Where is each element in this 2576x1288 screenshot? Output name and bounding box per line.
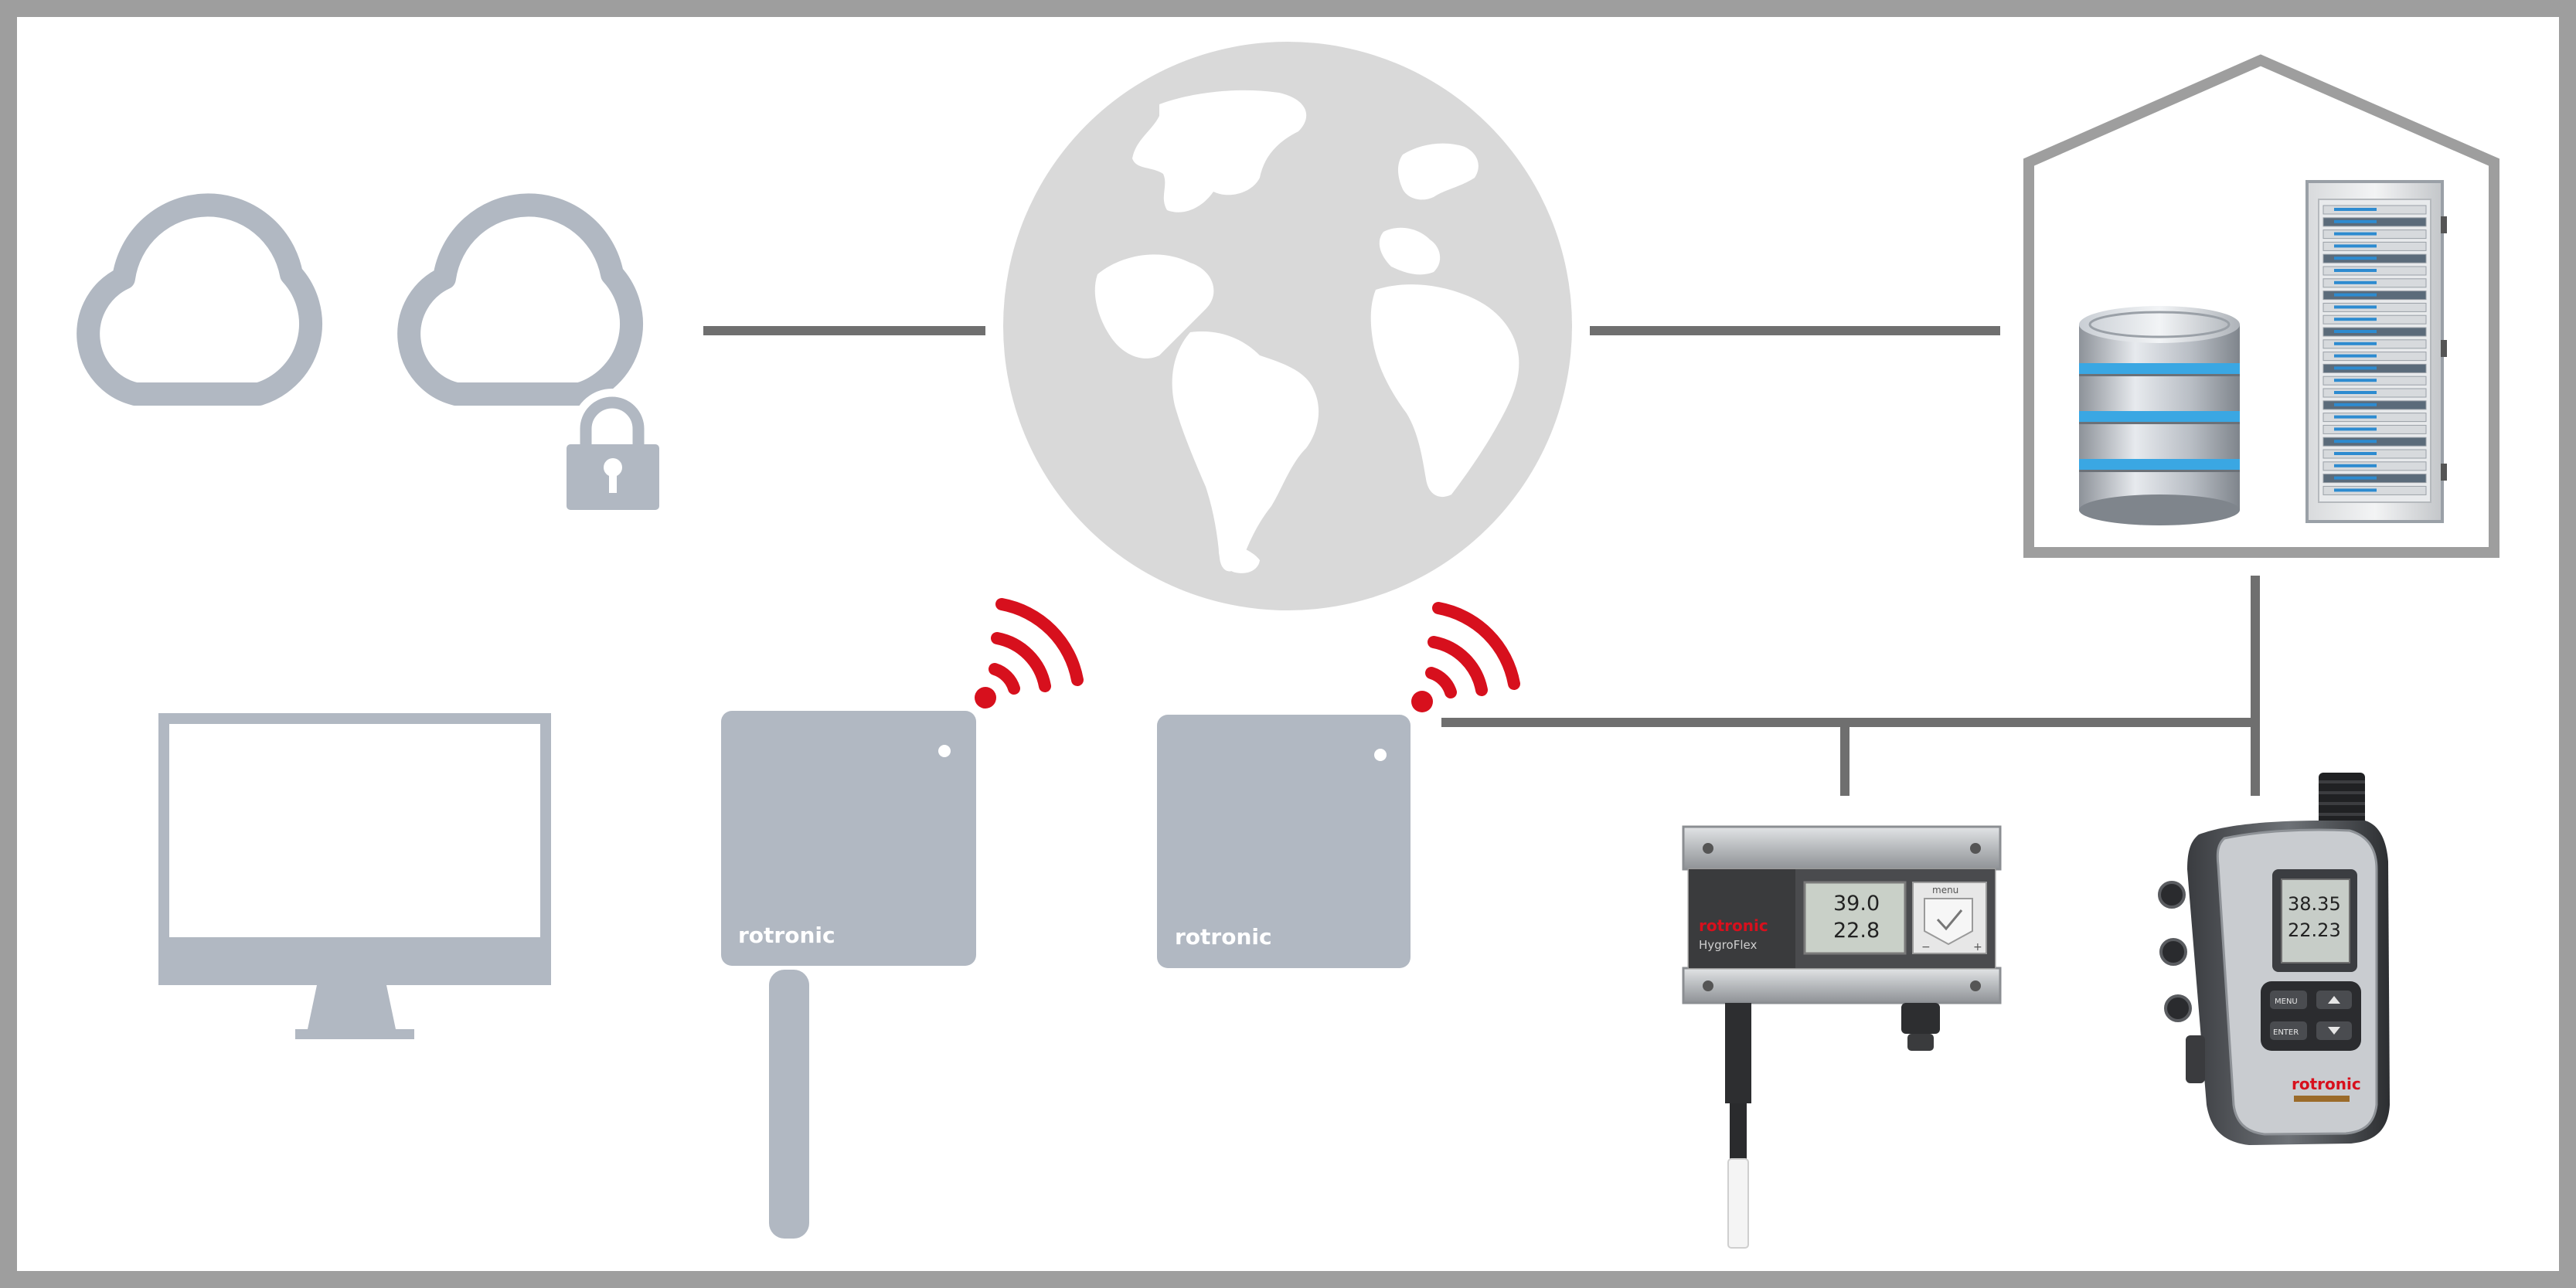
model-label: HygroFlex xyxy=(1699,938,1757,952)
server-unit-light xyxy=(2334,269,2377,272)
server-unit-light xyxy=(2334,452,2377,455)
database-icon xyxy=(2079,306,2240,525)
server-unit-light xyxy=(2334,293,2377,297)
menu-key-label: MENU xyxy=(2275,997,2298,1006)
server-unit-light xyxy=(2334,305,2377,309)
server-unit-light xyxy=(2334,379,2377,382)
monitor-icon xyxy=(158,713,551,1039)
cloud-lock-icon xyxy=(397,193,659,510)
server-unit-light xyxy=(2334,488,2377,492)
server-unit-light xyxy=(2334,403,2377,406)
up-arrow-icon xyxy=(2328,996,2340,1004)
globe-icon xyxy=(1003,42,1572,610)
server-unit-light xyxy=(2334,427,2377,431)
server-unit-light xyxy=(2334,330,2377,333)
server-unit-light xyxy=(2334,464,2377,467)
handheld-logger: 38.35 22.23 MENU ENTER rotronic xyxy=(2158,773,2390,1145)
house-icon xyxy=(2023,54,2499,558)
server-rack-units xyxy=(2322,205,2427,495)
display-value-2: 22.23 xyxy=(2288,919,2341,941)
server-unit-light xyxy=(2334,476,2377,480)
wifi-signal-icon xyxy=(975,598,1084,709)
server-unit-light xyxy=(2334,391,2377,394)
display-value-1: 39.0 xyxy=(1833,892,1880,916)
wireless-logger: rotronic xyxy=(1157,715,1411,968)
server-unit-light xyxy=(2334,219,2377,223)
plus-key-icon: + xyxy=(1973,941,1982,953)
display-value-1: 38.35 xyxy=(2288,893,2341,915)
transmitter-device: rotronic HygroFlex 39.0 22.8 menu − + xyxy=(1682,825,2002,1249)
brand-label: rotronic xyxy=(738,923,835,948)
server-unit-light xyxy=(2334,318,2377,321)
server-unit-light xyxy=(2334,354,2377,358)
brand-label: rotronic xyxy=(1699,916,1768,935)
server-unit-light xyxy=(2334,257,2377,260)
server-unit-light xyxy=(2334,244,2377,248)
connection-lines xyxy=(703,326,2260,796)
wifi-signal-icon xyxy=(1411,602,1520,712)
server-unit-light xyxy=(2334,280,2377,284)
server-unit-light xyxy=(2334,342,2377,345)
minus-key-icon: − xyxy=(1921,941,1931,953)
menu-label: menu xyxy=(1932,885,1958,895)
server-unit-light xyxy=(2334,366,2377,370)
server-unit-light xyxy=(2334,208,2377,211)
server-rack-icon xyxy=(2305,180,2447,523)
wireless-logger-probe: rotronic xyxy=(721,711,976,1239)
server-unit-light xyxy=(2334,415,2377,419)
cloud-icon xyxy=(77,193,322,406)
display-value-2: 22.8 xyxy=(1833,919,1880,943)
down-arrow-icon xyxy=(2328,1027,2340,1035)
enter-key-label: ENTER xyxy=(2273,1028,2299,1037)
server-unit-light xyxy=(2334,232,2377,236)
brand-label: rotronic xyxy=(1175,924,1272,950)
brand-label: rotronic xyxy=(2292,1075,2361,1093)
server-unit-light xyxy=(2334,440,2377,443)
